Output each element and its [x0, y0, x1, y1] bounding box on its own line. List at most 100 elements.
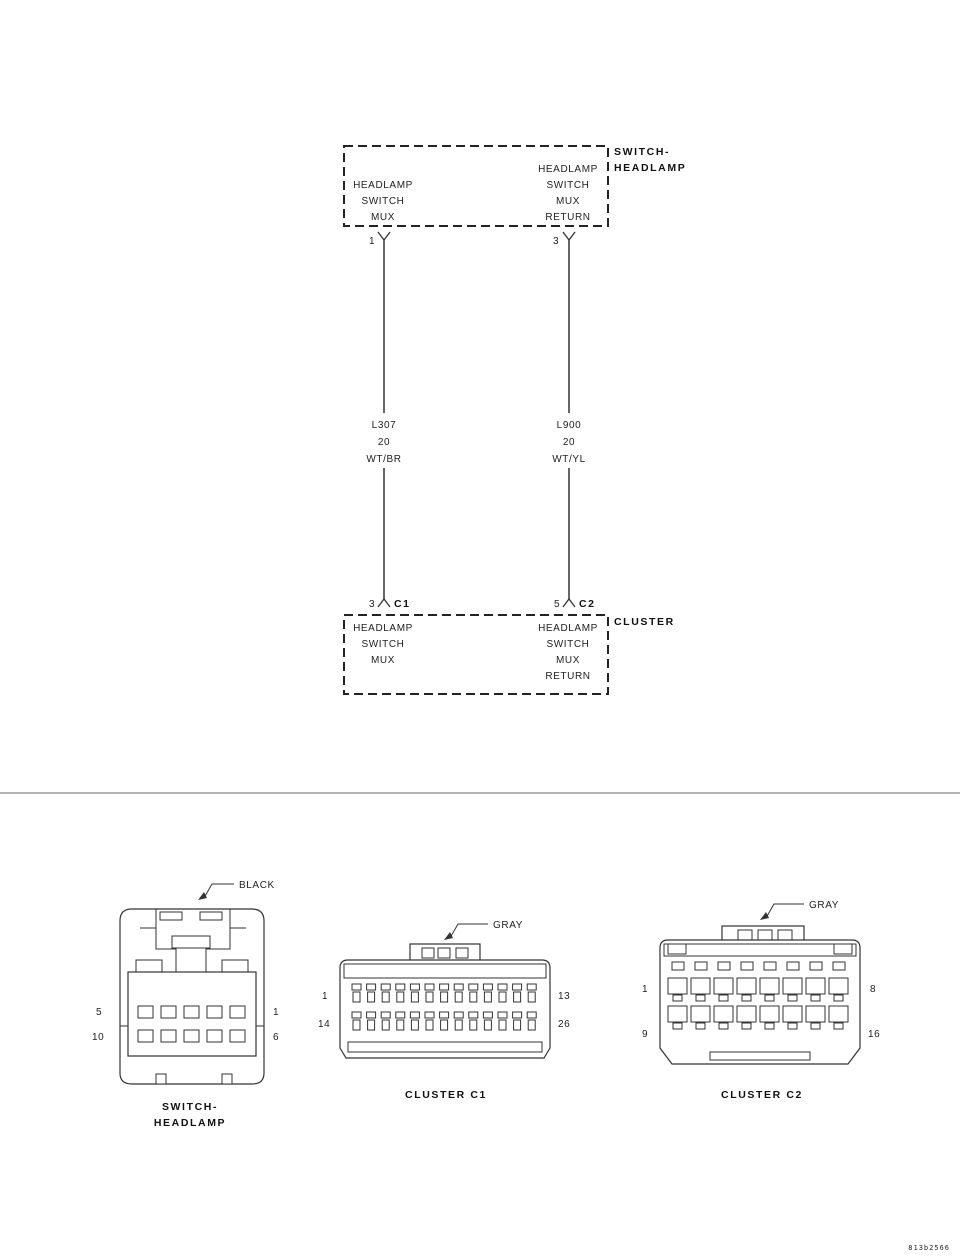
c2-cavity-latch	[672, 1022, 683, 1030]
c1-bottom-band	[347, 1041, 543, 1053]
c2-bottom-rail	[709, 1051, 811, 1061]
c1-cavity-contact	[410, 1019, 419, 1031]
c1-cavity-top	[468, 983, 479, 991]
switch-headlamp-name-line2: HEADLAMP	[614, 162, 686, 174]
c1-cavity-contact	[527, 1019, 536, 1031]
c2-color-label: GRAY	[809, 900, 839, 911]
switch-pin-1-label-face: 1	[273, 1007, 279, 1018]
switch-right-label-1: HEADLAMP	[538, 164, 598, 175]
c2-key-tab	[832, 961, 846, 971]
c1-connector-housing	[339, 959, 551, 1059]
c2-key-tab	[809, 961, 823, 971]
c2-key-tab	[740, 961, 754, 971]
c1-cavity-top	[424, 1011, 435, 1019]
switch-guide-left	[135, 959, 163, 973]
c2-cavity-latch	[718, 994, 729, 1002]
c2-cavity-latch	[833, 1022, 844, 1030]
c1-cavity-top	[380, 983, 391, 991]
c1-cavity-contact	[352, 991, 361, 1003]
c1-cavity-top	[482, 983, 493, 991]
switch-right-label-3: MUX	[556, 196, 580, 207]
c1-cavity-contact	[513, 991, 522, 1003]
switch-left-label-1: HEADLAMP	[353, 180, 413, 191]
c2-pin-16-label: 16	[868, 1029, 880, 1040]
c2-cavity	[782, 977, 803, 995]
c2-pin-8-label: 8	[870, 984, 876, 995]
c2-cavity-latch	[695, 994, 706, 1002]
switch-pin-1-label: 1	[369, 236, 375, 247]
c1-cavity-contact	[367, 1019, 376, 1031]
wire-l900-gauge: 20	[563, 437, 575, 448]
c1-cavity-top	[366, 1011, 377, 1019]
wire-l307-gauge: 20	[378, 437, 390, 448]
c1-cavity-contact	[440, 1019, 449, 1031]
switch-pin-3-label: 3	[553, 236, 559, 247]
c1-cavity-contact	[454, 1019, 463, 1031]
cluster-right-label-2: SWITCH	[546, 639, 589, 650]
c2-lock-slot-3	[777, 929, 793, 941]
switch-right-label-2: SWITCH	[546, 180, 589, 191]
cluster-left-label-1: HEADLAMP	[353, 623, 413, 634]
c1-cavity-top	[395, 1011, 406, 1019]
c1-cavity-top	[497, 983, 508, 991]
switch-cavity	[206, 1005, 223, 1019]
c2-cavity-latch	[810, 994, 821, 1002]
c2-cavity	[759, 977, 780, 995]
switch-headlamp-module: SWITCH- HEADLAMP HEADLAMP SWITCH MUX HEA…	[343, 145, 686, 247]
c1-cavity-contact	[396, 991, 405, 1003]
c2-pin-9-label: 9	[642, 1029, 648, 1040]
switch-color-leader	[203, 883, 234, 899]
cluster-c1-connector-view: GRAY 1 14 13 26 CLUSTER C1	[318, 920, 570, 1101]
switch-left-label-3: MUX	[371, 212, 395, 223]
switch-headlamp-name-line1: SWITCH-	[614, 146, 670, 158]
switch-color-arrow-icon	[198, 892, 207, 900]
c2-cavity	[828, 1005, 849, 1023]
cluster-name: CLUSTER	[614, 616, 675, 628]
switch-cavity-grid	[137, 1005, 246, 1043]
cluster-c2-pin-5-terminal-icon	[562, 597, 576, 608]
c1-color-arrow-icon	[444, 932, 453, 940]
c2-cavity-latch	[672, 994, 683, 1002]
c2-corner-tab-right	[833, 943, 853, 955]
c2-cavity	[667, 1005, 688, 1023]
switch-cavity	[160, 1005, 177, 1019]
c2-pin-1-label: 1	[642, 984, 648, 995]
switch-pin-5-label: 5	[96, 1007, 102, 1018]
cluster-right-label-1: HEADLAMP	[538, 623, 598, 634]
switch-pin-3-terminal-icon	[562, 231, 576, 242]
c1-cavity-top	[512, 983, 523, 991]
switch-pin-1-terminal-icon	[377, 231, 391, 242]
c2-cavity-latch	[810, 1022, 821, 1030]
cluster-c1-label: C1	[394, 598, 411, 610]
c1-cavity-top	[526, 983, 537, 991]
c1-top-band	[343, 963, 547, 979]
c1-color-label: GRAY	[493, 920, 523, 931]
switch-view-title-line2: HEADLAMP	[154, 1117, 226, 1129]
wire-l307-circuit: L307	[372, 420, 397, 431]
c2-cavity	[713, 977, 734, 995]
c1-cavity-contact	[483, 1019, 492, 1031]
c1-cavity-contact	[440, 991, 449, 1003]
switch-cavity	[206, 1029, 223, 1043]
c1-cavity-contact	[381, 1019, 390, 1031]
cluster-module: 3 C1 5 C2 CLUSTER HEADLAMP SWITCH MUX HE…	[343, 598, 675, 695]
cluster-c2-connector-view: GRAY 1 9 8 16 CLUSTER C2	[642, 900, 880, 1101]
c2-color-leader	[765, 903, 804, 919]
c2-cavity-latch	[833, 994, 844, 1002]
c2-cavity	[736, 977, 757, 995]
c2-top-band	[663, 943, 857, 957]
switch-lock-body	[175, 947, 207, 973]
switch-cavity	[229, 1029, 246, 1043]
c1-color-leader	[449, 923, 488, 939]
c2-cavity	[759, 1005, 780, 1023]
figure-code: 813b2566	[908, 1244, 950, 1252]
switch-lock-tab	[171, 935, 211, 949]
switch-latch-slot-left	[159, 911, 183, 921]
switch-cavity	[229, 1005, 246, 1019]
c1-cavity-top	[351, 1011, 362, 1019]
wire-l900-circuit: L900	[557, 420, 582, 431]
cluster-right-label-4: RETURN	[545, 671, 590, 682]
c2-cavity-latch	[764, 994, 775, 1002]
c1-cavity-top	[409, 983, 420, 991]
c1-cavity-contact	[352, 1019, 361, 1031]
